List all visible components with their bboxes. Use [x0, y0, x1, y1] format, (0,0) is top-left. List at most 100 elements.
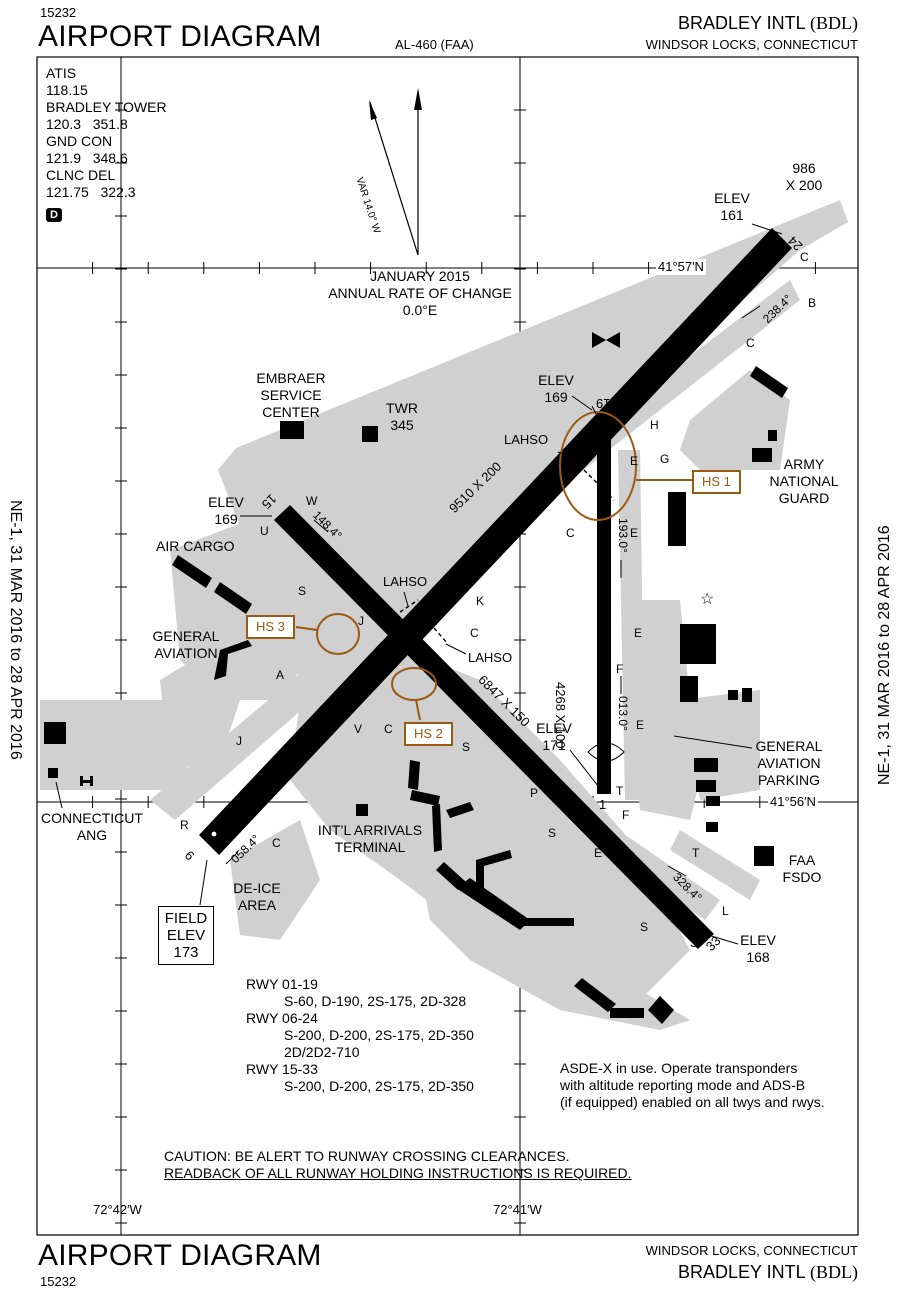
taxiway-s: S: [548, 826, 557, 840]
magnetic-date: JANUARY 2015: [370, 268, 470, 284]
chart-title-top: AIRPORT DIAGRAM: [38, 20, 322, 53]
latitude-south: 41°56′N: [768, 794, 818, 810]
elev-19-value: 169: [544, 389, 568, 405]
deice-line1: DE-ICE: [233, 880, 281, 896]
taxiway-c: C: [800, 250, 809, 264]
taxiway-p: P: [530, 786, 539, 800]
taxiway-k: K: [476, 594, 485, 608]
army-line1: ARMY: [783, 456, 825, 472]
chart-number-bottom: 15232: [40, 1274, 77, 1289]
rwy-end-1: 1: [599, 797, 607, 812]
tower-label: TWR 345: [382, 400, 422, 434]
elev-15-value: 169: [214, 511, 238, 527]
strength-rwy-06-24-values-2: 2D/2D2-710: [284, 1044, 360, 1060]
beacon-symbol: [592, 332, 620, 348]
taxiway-r: R: [180, 818, 189, 832]
hot-spot-3-label[interactable]: HS 3: [246, 615, 295, 639]
rwy-1-marker: [587, 742, 625, 762]
general-aviation-parking-label: GENERAL AVIATION PARKING: [748, 738, 830, 789]
chart-number-top: 15232: [40, 5, 77, 20]
gap-line1: GENERAL: [755, 738, 823, 754]
taxiway-l: L: [722, 904, 729, 918]
embraer-service-center-label: EMBRAER SERVICE CENTER: [246, 370, 336, 421]
intl-arrivals-terminal-label: INT’L ARRIVALS TERMINAL: [310, 822, 430, 856]
latitude-north: 41°57′N: [656, 259, 706, 275]
embraer-line1: EMBRAER: [256, 370, 326, 386]
embraer-line2: SERVICE: [260, 387, 322, 403]
asde-x-note: ASDE-X in use. Operate transponders with…: [560, 1060, 825, 1111]
effective-date-left: NE-1, 31 MAR 2016 to 28 APR 2016: [7, 500, 24, 760]
taxiway-e: E: [630, 454, 639, 468]
deice-line2: AREA: [237, 897, 277, 913]
runway-strength-block: RWY 01-19 S-60, D-190, 2S-175, 2D-328 RW…: [246, 976, 474, 1095]
al-number: AL-460 (FAA): [395, 37, 474, 52]
lahso-marks: [399, 469, 615, 645]
hot-spot-3-ellipse: [316, 613, 360, 655]
rwy-24-ext-width: X 200: [785, 177, 823, 193]
runway-06-24: [199, 228, 792, 855]
lahso-label-1: LAHSO: [504, 432, 549, 447]
faa-fsdo-label: FAA FSDO: [782, 852, 822, 886]
gap-line3: PARKING: [758, 772, 820, 788]
leader-lines: [55, 223, 783, 945]
hot-spot-1-ellipse: [559, 411, 637, 521]
location-top: WINDSOR LOCKS, CONNECTICUT: [645, 37, 858, 52]
atis-freq: 118.15: [46, 82, 88, 98]
north-arrow: [369, 88, 422, 256]
longitude-east: 72°41′W: [493, 1202, 542, 1217]
hot-spot-2-ellipse: [391, 667, 437, 701]
elev-label: ELEV: [536, 720, 572, 736]
elev-label: ELEV: [714, 190, 750, 206]
strength-rwy-06-24-values: S-200, D-200, 2S-175, 2D-350: [284, 1027, 474, 1043]
lahso-label-2: LAHSO: [383, 574, 428, 589]
hot-spot-1-label[interactable]: HS 1: [692, 470, 741, 494]
readback-line: READBACK OF ALL RUNWAY HOLDING INSTRUCTI…: [164, 1165, 632, 1181]
taxiway-s: S: [690, 936, 699, 950]
taxiway-f: F: [616, 662, 624, 676]
army-line2: NATIONAL: [769, 473, 839, 489]
faa-line1: FAA: [788, 852, 816, 868]
hot-spot-ellipses: [295, 411, 692, 721]
control-tower: [362, 426, 378, 442]
elev-1-value: 171: [542, 737, 566, 753]
faa-line2: FSDO: [782, 869, 822, 885]
taxiway-t: T: [692, 846, 700, 860]
army-line3: GUARD: [778, 490, 830, 506]
general-aviation-label: GENERAL AVIATION: [146, 628, 226, 662]
rwy-24-ext-length: 986: [792, 160, 816, 176]
caution-line: CAUTION: BE ALERT TO RUNWAY CROSSING CLE…: [164, 1148, 570, 1164]
taxiway-j: J: [358, 614, 364, 628]
hot-spot-2-label[interactable]: HS 2: [404, 722, 453, 746]
elev-label: ELEV: [740, 932, 776, 948]
taxiway-c: C: [566, 526, 575, 540]
airport-name: BRADLEY INTL: [677, 1262, 805, 1282]
strength-rwy-01-19-values: S-60, D-190, 2S-175, 2D-328: [284, 993, 467, 1009]
taxiway-s: S: [298, 584, 307, 598]
taxiway-b: B: [808, 296, 817, 310]
taxiway-c: C: [470, 626, 479, 640]
elev-label: ELEV: [208, 494, 244, 510]
caution-note: CAUTION: BE ALERT TO RUNWAY CROSSING CLE…: [164, 1148, 632, 1182]
elev-15: ELEV 169: [206, 494, 246, 528]
airport-name-top: BRADLEY INTL (BDL): [678, 13, 858, 34]
taxiway-h: H: [650, 418, 659, 432]
chart-title-bottom: AIRPORT DIAGRAM: [38, 1239, 322, 1272]
strength-rwy-15-33-values: S-200, D-200, 2S-175, 2D-350: [284, 1078, 474, 1094]
gnd-freq: 121.9 348.6: [46, 150, 128, 166]
taxiway-s: S: [640, 920, 649, 934]
strength-rwy-06-24: RWY 06-24: [246, 1010, 318, 1026]
twr-text: TWR: [386, 400, 418, 416]
de-ice-area-label: DE-ICE AREA: [230, 880, 284, 914]
gen-av-line1: GENERAL: [152, 628, 220, 644]
ct-ang-line1: CONNECTICUT: [41, 810, 143, 826]
intl-line2: TERMINAL: [334, 839, 406, 855]
atis-label: ATIS: [46, 65, 77, 81]
runway-15-33: [274, 505, 714, 949]
effective-date-right: NE-1, 31 MAR 2016 to 28 APR 2016: [876, 525, 893, 785]
taxiway-c: C: [272, 836, 281, 850]
airport-name: BRADLEY INTL: [677, 13, 805, 33]
heading-193: 193.0°: [616, 518, 630, 553]
elev-33-value: 168: [746, 949, 770, 965]
asde-line1: ASDE-X in use. Operate transponders: [560, 1060, 798, 1076]
